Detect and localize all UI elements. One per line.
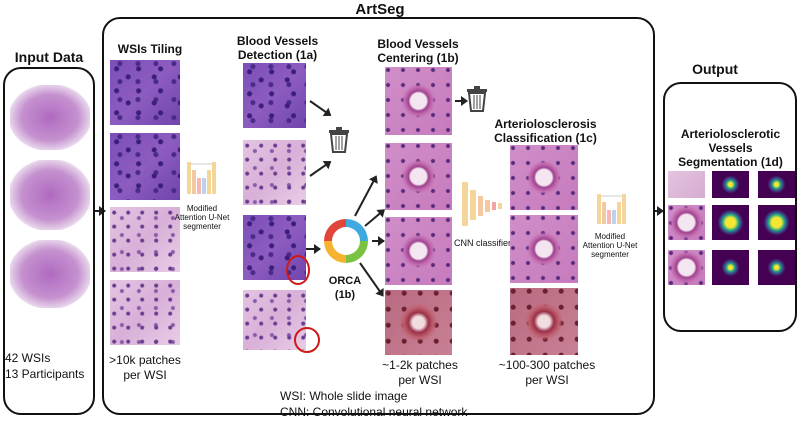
output-segmentation: [758, 171, 795, 198]
output-panel-title: Vessels: [708, 141, 753, 155]
classification-title: Classification (1c): [494, 131, 597, 145]
orca-cycle-icon: [324, 219, 368, 263]
detection-title: Blood Vessels: [236, 34, 319, 48]
legend-cnn: CNN: Convolutional neural network: [280, 405, 468, 419]
segmenter-label: Modified: [594, 232, 626, 241]
classification-title: Arteriolosclerosis: [494, 117, 597, 131]
output-panel: [663, 82, 797, 332]
unet-icon: [187, 162, 216, 194]
output-input-image: [668, 205, 705, 240]
centered-patch: [385, 67, 452, 135]
wsi-slide-image: [10, 240, 90, 308]
output-title: Output: [692, 61, 738, 77]
arrow: [372, 236, 385, 246]
tile-patch: [110, 207, 180, 272]
cnn-icon: [462, 182, 502, 226]
segmenter-label: segmenter: [591, 250, 629, 259]
unet-icon: [597, 194, 626, 224]
detection-title: Detection (1a): [237, 48, 318, 62]
centering-title: Blood Vessels: [377, 37, 459, 51]
classification-count: ~100-300 patches: [498, 358, 596, 372]
tiling-count: >10k patches: [109, 353, 181, 367]
output-heatmap: [712, 205, 749, 240]
wsi-slide-image: [10, 160, 90, 230]
output-input-image: [668, 250, 705, 285]
wsi-count: 42 WSIs: [5, 351, 51, 365]
tiling-title: WSIs Tiling: [117, 42, 183, 56]
output-panel-title: Segmentation (1d): [678, 155, 783, 169]
classified-patch: [510, 288, 578, 355]
output-heatmap: [712, 171, 749, 198]
participant-count: 13 Participants: [5, 367, 85, 381]
artseg-panel: [102, 17, 655, 415]
output-segmentation: [758, 205, 795, 240]
centering-title: Centering (1b): [377, 51, 459, 65]
trash-icon: [329, 127, 349, 153]
legend-wsi: WSI: Whole slide image: [280, 389, 408, 403]
output-segmentation: [758, 250, 795, 285]
tile-patch: [110, 280, 180, 345]
wsi-slide-image: [10, 85, 90, 150]
orca-label: ORCA: [328, 275, 362, 287]
centered-patch: [385, 143, 452, 210]
detection-patch: [243, 140, 306, 205]
orca-label: (1b): [334, 289, 356, 301]
arrow: [306, 244, 321, 254]
segmenter-label: segmenter: [183, 222, 221, 231]
input-data-title: Input Data: [14, 49, 84, 65]
vessel-highlight-circle: [294, 327, 320, 353]
arrow: [655, 206, 664, 216]
classification-per-wsi: per WSI: [525, 373, 569, 387]
arrow: [455, 96, 468, 106]
tile-patch: [110, 133, 180, 200]
centered-patch: [385, 290, 452, 355]
classified-patch: [510, 215, 578, 283]
trash-icon: [467, 86, 487, 112]
detection-patch: [243, 63, 306, 128]
output-input-image: [668, 171, 705, 198]
output-panel-title: Arteriolosclerotic: [680, 127, 781, 141]
segmenter-label: Attention U-Net: [582, 241, 638, 250]
centering-per-wsi: per WSI: [398, 373, 442, 387]
centering-count: ~1-2k patches: [382, 358, 458, 372]
artseg-title: ArtSeg: [320, 2, 440, 17]
cnn-classifier-label: CNN classifier: [454, 238, 512, 248]
segmenter-label: Attention U-Net: [174, 213, 230, 222]
tiling-per-wsi: per WSI: [123, 368, 167, 382]
vessel-highlight-circle: [286, 255, 310, 285]
input-data-panel: [3, 67, 95, 415]
tile-patch: [110, 60, 180, 125]
output-heatmap: [712, 250, 749, 285]
classified-patch: [510, 145, 578, 210]
centered-patch: [385, 217, 452, 285]
segmenter-label: Modified: [186, 204, 218, 213]
